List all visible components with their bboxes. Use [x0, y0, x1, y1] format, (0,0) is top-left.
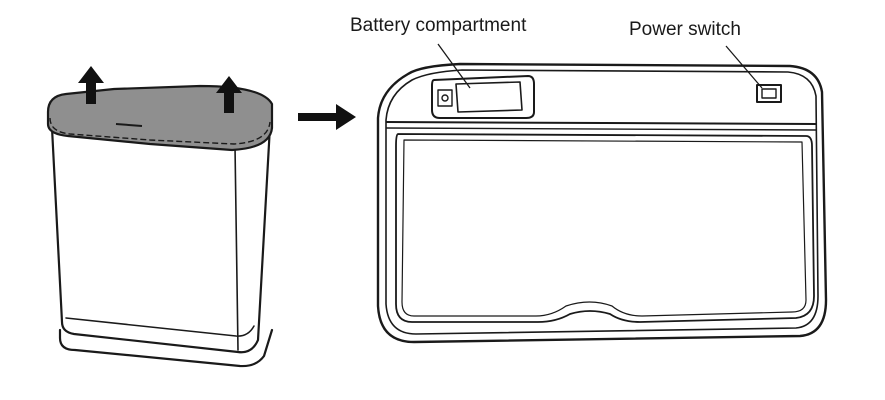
right-arrow-icon: [298, 104, 356, 130]
container-illustration: [50, 124, 274, 368]
lid-divider-line: [385, 121, 817, 125]
battery-callout-line: [437, 43, 471, 89]
power-switch-label: Power switch: [629, 19, 741, 40]
lid-inner-rim: [385, 69, 819, 335]
container-side-edge: [234, 145, 239, 351]
lid-top-view: [376, 62, 828, 344]
power-switch: [756, 84, 782, 103]
lift-arrow-right-icon: [216, 76, 242, 113]
container-body: [50, 124, 272, 354]
container-body-inner-bottom: [65, 317, 255, 337]
container-base-rim: [58, 328, 274, 368]
lid-inner-panel: [395, 133, 815, 323]
callout-leaders: [437, 43, 763, 89]
battery-compartment: [431, 75, 535, 119]
container-lid: [46, 84, 274, 152]
battery-compartment-label: Battery compartment: [350, 15, 527, 36]
lift-arrow-left-icon: [78, 66, 104, 104]
lid-outer-frame: [376, 62, 828, 344]
power-callout-line: [725, 45, 763, 89]
